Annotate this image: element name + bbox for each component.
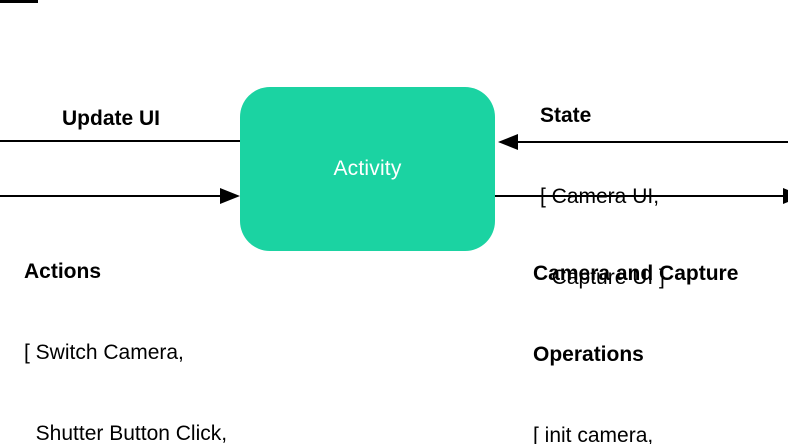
actions-edge-line bbox=[0, 195, 224, 197]
operations-title: Camera and Capture bbox=[533, 262, 739, 285]
state-title: State bbox=[540, 104, 592, 127]
operations-arrowhead-icon bbox=[783, 188, 788, 204]
actions-arrowhead-icon bbox=[220, 188, 240, 204]
update-ui-edge-label: Update UI bbox=[62, 107, 161, 130]
actions-line: Shutter Button Click, bbox=[24, 422, 228, 444]
actions-title: Actions bbox=[24, 260, 102, 283]
state-edge-label: State [ Camera UI, Capture UI ] bbox=[540, 48, 665, 345]
operations-line: [ init camera, bbox=[533, 424, 654, 444]
operations-edge-line bbox=[495, 195, 788, 197]
state-edge-line bbox=[514, 141, 788, 143]
state-arrowhead-icon bbox=[498, 134, 518, 150]
actions-edge-label: Actions [ Switch Camera, Shutter Button … bbox=[24, 204, 278, 444]
activity-node: Activity bbox=[240, 87, 495, 251]
operations-edge-label: Camera and Capture Operations [ init cam… bbox=[533, 206, 738, 444]
activity-node-label: Activity bbox=[333, 157, 402, 180]
actions-line: [ Switch Camera, bbox=[24, 341, 184, 364]
operations-title: Operations bbox=[533, 343, 644, 366]
state-line: Capture UI ] bbox=[540, 266, 665, 289]
update-ui-edge-line bbox=[0, 140, 240, 142]
clipped-top-left-bar bbox=[0, 0, 38, 3]
